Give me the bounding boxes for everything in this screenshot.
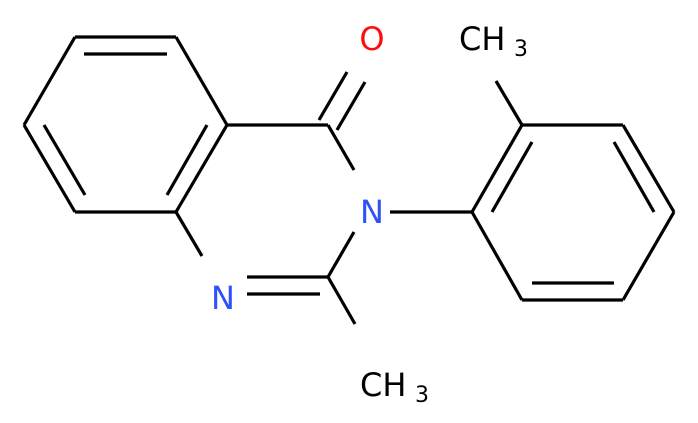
bond-aryl-methyl <box>494 80 524 126</box>
bonds <box>22 35 676 325</box>
methyl-aryl-sub: 3 <box>514 37 528 62</box>
oxygen-label: O <box>359 20 384 58</box>
bond-ar3-ar4-inner <box>612 141 656 213</box>
n3-label: N <box>360 193 384 231</box>
bond-ar1-ar2 <box>470 124 524 213</box>
bond-c4-o-a <box>317 71 349 121</box>
bond-c8a-c4a-inner <box>165 124 209 196</box>
n1-label: N <box>211 279 235 317</box>
atom-labels: O N N CH 3 CH 3 <box>211 20 528 408</box>
bond-c6-c7 <box>22 36 77 126</box>
bond-c7-c8 <box>22 124 77 213</box>
bond-c7-c8-inner <box>42 124 87 196</box>
bond-c8a-c4a <box>174 124 229 213</box>
bond-n3-c2 <box>326 231 356 278</box>
methyl-c2-label: CH 3 <box>360 366 429 408</box>
bond-ar6-ar1 <box>470 211 524 301</box>
bond-ar1-ar2-inner <box>490 141 534 213</box>
bond-n1-c8a <box>174 211 204 257</box>
methyl-aryl-main: CH <box>459 20 505 58</box>
methyl-c2-main: CH <box>360 366 406 404</box>
bond-c2-methyl <box>326 276 357 325</box>
bond-ar4-ar5 <box>621 211 676 301</box>
bond-c4-n3 <box>326 124 356 171</box>
bond-ar3-ar4 <box>621 124 676 213</box>
bond-c4a-c5 <box>174 36 229 126</box>
methyl-aryl-label: CH 3 <box>459 20 528 62</box>
methyl-c2-sub: 3 <box>415 383 429 408</box>
bond-c4-o-b <box>335 81 367 131</box>
